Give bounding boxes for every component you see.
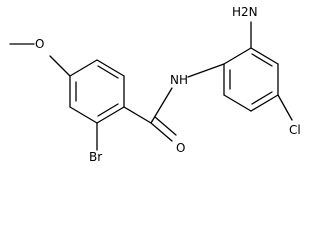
nh-label: NH — [170, 73, 188, 87]
ring-b-bond — [250, 47, 279, 65]
methoxy-oxygen-label: O — [35, 37, 44, 51]
ring-a-double-bond — [97, 65, 119, 79]
chlorine-label: Cl — [289, 123, 301, 137]
carbonyl-carbon-bond — [123, 106, 152, 124]
ring-b-bond — [223, 94, 252, 112]
bromomethoxyphenyl-ring — [69, 59, 125, 124]
ring-a-bond — [96, 59, 125, 77]
methoxy-bond — [49, 55, 71, 77]
carbonyl-double-bond — [154, 116, 177, 136]
bromine-label: Br — [89, 150, 102, 164]
ring-b-bond — [223, 47, 252, 65]
amide-c-n-bond — [150, 87, 173, 124]
ring-b-double-bond — [251, 53, 273, 67]
ring-a-bond — [96, 106, 125, 124]
amino-label: H2N — [232, 5, 258, 19]
chemical-structure-diagram: H2N NH O O Br Cl — [9, 5, 301, 164]
ring-b-double-bond — [251, 91, 273, 105]
carbonyl-oxygen-label: O — [176, 141, 185, 155]
ring-a-double-bond — [97, 103, 119, 117]
ring-a-bond — [69, 106, 98, 124]
ring-a-bond — [69, 59, 98, 77]
chloro-bond — [277, 94, 293, 121]
ring-b-bond — [250, 94, 279, 112]
carbonyl-double-bond — [150, 122, 173, 142]
n-aryl-bond — [187, 63, 225, 78]
aminochlorophenyl-ring — [223, 47, 279, 112]
